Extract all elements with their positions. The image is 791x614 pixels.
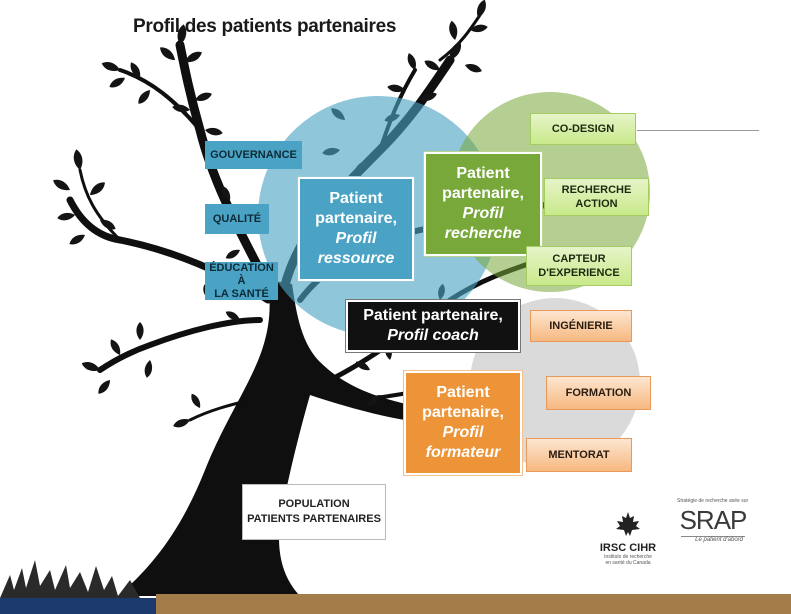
recherche-action-line2: ACTION: [575, 198, 618, 210]
cihr-small-1: Instituts de recherche: [604, 554, 652, 560]
footer-bar-blue: [0, 598, 156, 614]
gouvernance-label: GOUVERNANCE: [210, 148, 297, 161]
gouvernance-box: GOUVERNANCE: [205, 141, 302, 169]
qualite-label: QUALITÉ: [212, 212, 262, 225]
profile-formateur-line2: partenaire,: [422, 404, 504, 421]
population-line1: POPULATION: [278, 498, 350, 510]
population-line2: PATIENTS PARTENAIRES: [247, 513, 381, 525]
profile-ressource-line1: Patient: [329, 190, 383, 207]
formation-box: FORMATION: [546, 376, 651, 410]
profile-ressource-line4: ressource: [317, 250, 395, 267]
branch: [78, 168, 122, 242]
ingenierie-box: INGÉNIERIE: [530, 310, 632, 342]
profile-coach-box: Patient partenaire, Profil coach: [346, 300, 520, 352]
maple-leaf-icon: [616, 512, 640, 536]
profile-ressource-line2: partenaire,: [315, 210, 397, 227]
codesign-box: CO-DESIGN: [530, 113, 636, 145]
srap-logo-text: SRAP: [679, 505, 748, 535]
srap-logo: Stratégie de recherche axée sur le patie…: [677, 498, 749, 564]
formation-label: FORMATION: [565, 387, 632, 399]
capteur-line1: CAPTEUR: [552, 253, 606, 265]
ingenierie-label: INGÉNIERIE: [549, 320, 613, 332]
branch: [188, 398, 252, 422]
qualite-box: QUALITÉ: [205, 204, 269, 234]
profile-formateur-line1: Patient: [436, 384, 490, 401]
profile-formateur-line4: formateur: [425, 444, 501, 461]
branch: [97, 317, 263, 373]
cihr-small-2: en santé du Canada: [605, 560, 651, 566]
cihr-logo: IRSC CIHR Instituts de recherche en sant…: [598, 510, 658, 572]
profile-recherche-line3: Profil: [462, 205, 504, 222]
srap-footer: Le patient d'abord: [695, 537, 743, 543]
capteur-box: CAPTEUR D'EXPERIENCE: [526, 246, 632, 286]
profile-recherche-line4: recherche: [444, 225, 522, 242]
grass: [0, 560, 140, 598]
srap-tagline: Stratégie de recherche axée sur le patie…: [677, 498, 749, 504]
profile-recherche-line2: partenaire,: [442, 185, 524, 202]
recherche-action-box: RECHERCHE ACTION: [544, 178, 649, 216]
profile-ressource-line3: Profil: [335, 230, 377, 247]
profile-recherche-box: Patient partenaire, Profil recherche: [424, 152, 542, 256]
codesign-label: CO-DESIGN: [551, 123, 615, 135]
recherche-action-line1: RECHERCHE: [561, 184, 632, 196]
branch: [118, 68, 202, 132]
branch: [438, 13, 482, 62]
footer-bar-brown: [156, 594, 791, 614]
population-box: POPULATION PATIENTS PARTENAIRES: [242, 484, 386, 540]
capteur-line2: D'EXPERIENCE: [538, 267, 620, 279]
education-label-line2: LA SANTÉ: [214, 287, 269, 300]
page-title: Profil des patients partenaires: [133, 16, 397, 37]
profile-coach-line2: Profil coach: [387, 327, 479, 344]
profile-recherche-line1: Patient: [456, 165, 510, 182]
cihr-logo-text: IRSC CIHR: [599, 542, 657, 554]
connector-line: [637, 130, 759, 131]
mentorat-box: MENTORAT: [526, 438, 632, 472]
srap-divider: [681, 536, 745, 537]
profile-ressource-box: Patient partenaire, Profil ressource: [298, 177, 414, 281]
profile-formateur-line3: Profil: [442, 424, 484, 441]
profile-formateur-box: Patient partenaire, Profil formateur: [404, 371, 522, 475]
education-label-line1: ÉDUCATION À: [209, 261, 274, 287]
profile-coach-line1: Patient partenaire,: [363, 307, 503, 324]
tree-trunk: [118, 280, 410, 596]
education-box: ÉDUCATION À LA SANTÉ: [205, 262, 278, 300]
mentorat-label: MENTORAT: [548, 449, 610, 461]
branch: [175, 40, 275, 295]
